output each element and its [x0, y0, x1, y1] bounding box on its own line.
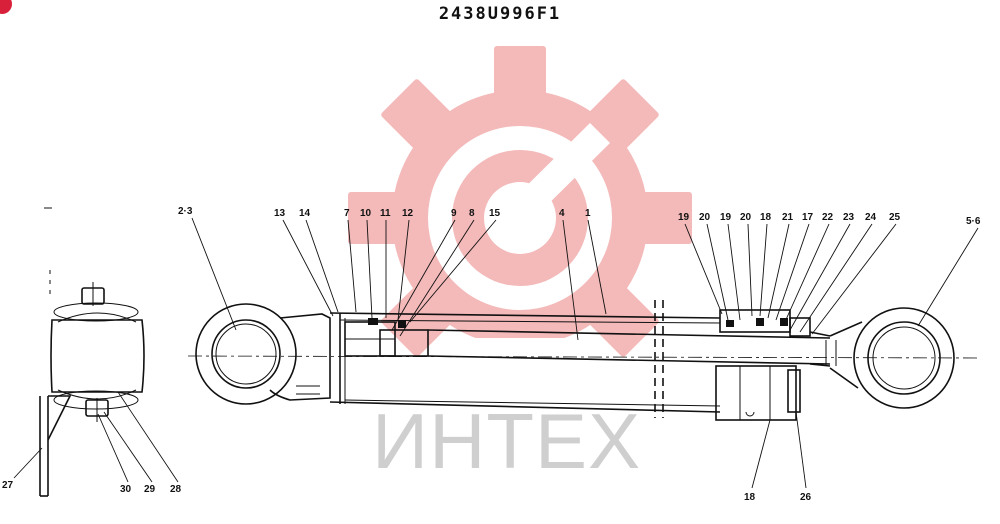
callout-labels: 2·3 13 14 7 10 11 12 9 8 15 4 1 19 20 19…: [2, 206, 981, 503]
callout-13: 13: [274, 208, 286, 219]
callout-18a: 18: [760, 212, 772, 223]
head-end-eye: [195, 303, 331, 405]
callout-11: 11: [380, 208, 391, 219]
callout-8: 8: [469, 208, 475, 219]
callout-4: 4: [559, 208, 565, 219]
callout-30: 30: [120, 484, 132, 495]
callout-26: 26: [800, 492, 812, 503]
callout-19a: 19: [678, 212, 690, 223]
callout-23: 23: [843, 212, 855, 223]
callout-10: 10: [360, 208, 372, 219]
callout-29: 29: [144, 484, 156, 495]
callout-24: 24: [865, 212, 877, 223]
callout-27: 27: [2, 480, 14, 491]
callout-1: 1: [585, 208, 591, 219]
callout-28: 28: [170, 484, 182, 495]
leader-lines: [13, 217, 979, 489]
watermark-text: ИНТЕХ: [372, 397, 642, 485]
watermark-gear-logo: [348, 46, 692, 398]
callout-14: 14: [299, 208, 311, 219]
callout-2-3: 2·3: [178, 206, 193, 217]
break-lines: [654, 300, 664, 418]
callout-7: 7: [344, 208, 350, 219]
callout-15: 15: [489, 208, 501, 219]
drawing-number: 2438U996F1: [438, 4, 562, 24]
callout-18b: 18: [744, 492, 756, 503]
piston-rod: [427, 329, 831, 365]
callout-12: 12: [402, 208, 414, 219]
gland-assembly: [715, 309, 831, 421]
callout-17: 17: [802, 212, 814, 223]
centerline: [187, 355, 981, 359]
callout-20b: 20: [740, 212, 752, 223]
end-view: [39, 207, 145, 497]
corner-badge: [0, 0, 12, 14]
callout-20a: 20: [699, 212, 711, 223]
callout-19b: 19: [720, 212, 732, 223]
callout-5-6: 5·6: [966, 216, 981, 227]
rod-end-eye: [825, 307, 955, 409]
callout-22: 22: [822, 212, 834, 223]
callout-9: 9: [451, 208, 457, 219]
callout-25: 25: [889, 212, 901, 223]
callout-21: 21: [782, 212, 794, 223]
